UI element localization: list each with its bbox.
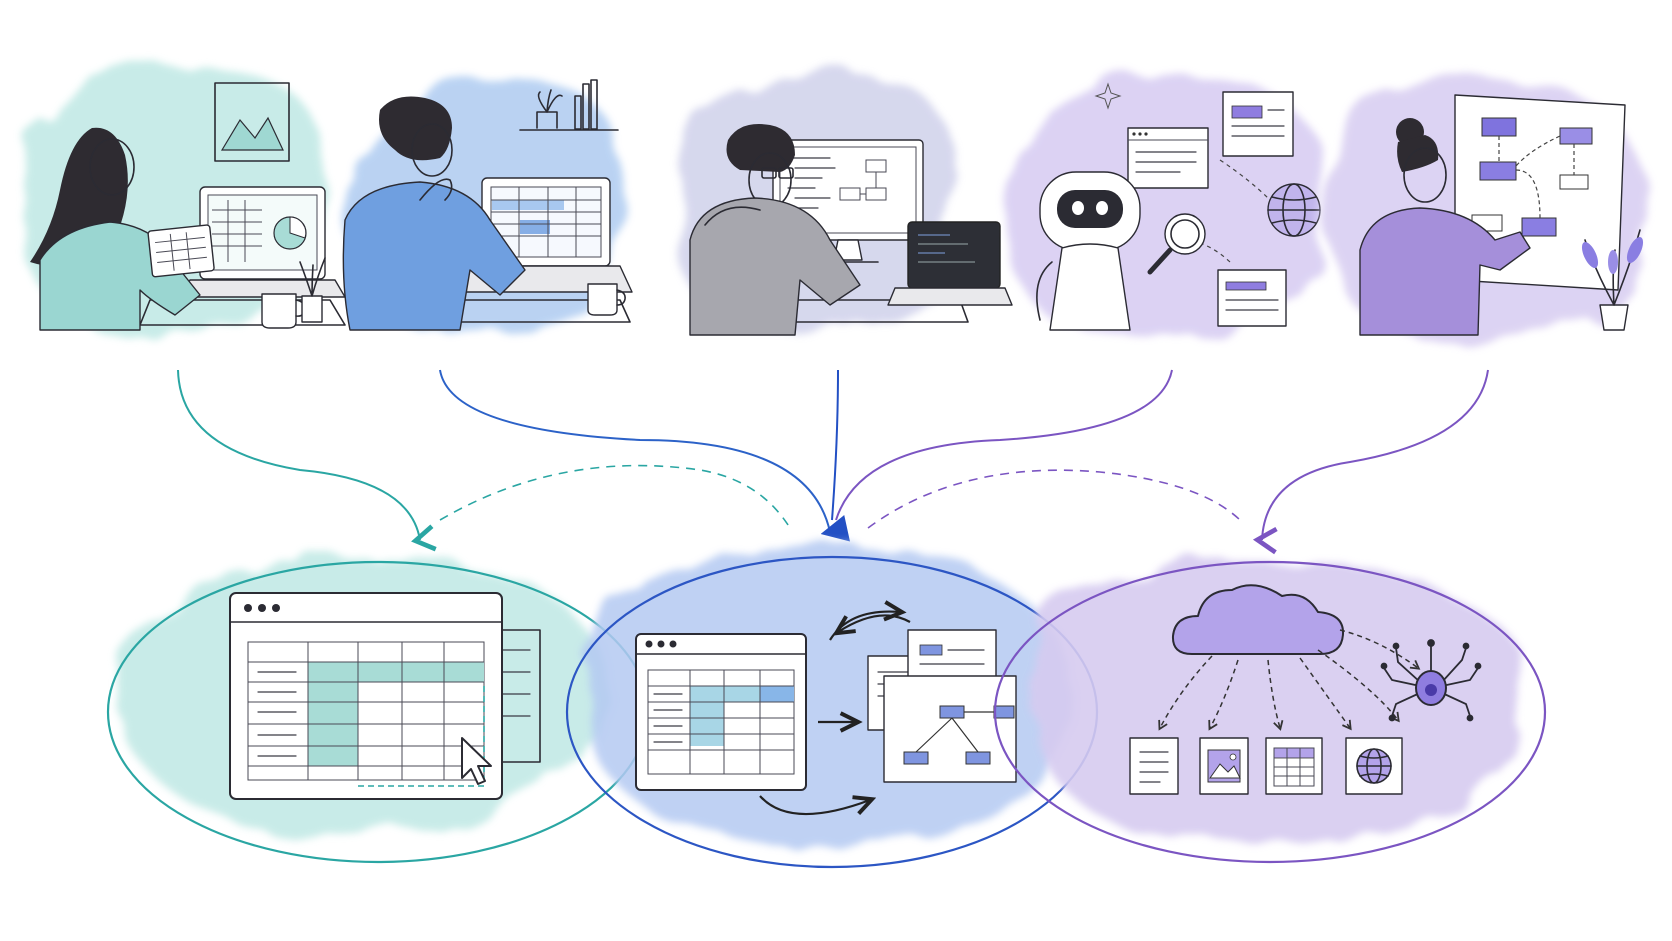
workflow-zone [565, 547, 1099, 869]
flow-arrows [177, 369, 1489, 555]
persona-workflow-designer [1330, 78, 1644, 340]
flowchart-icon [883, 675, 1017, 783]
robot-icon [1036, 171, 1141, 331]
arrow-analyst-to-workflow-zone [439, 369, 830, 532]
persona-spreadsheet-user [26, 68, 346, 334]
floating-window-icon [1127, 127, 1209, 189]
spider-crawler-icon [1380, 639, 1482, 722]
laptop-icon [179, 186, 346, 298]
potted-plant-icon [1581, 229, 1644, 331]
arrow-spreadsheet-user-to-spreadsheet-zone [177, 369, 437, 552]
spreadsheet-window-icon [229, 592, 541, 800]
dashed-link-spreadsheet-to-workflow [439, 464, 791, 529]
spreadsheet-zone [106, 560, 650, 864]
arrow-developer-to-workflow-zone [831, 369, 839, 521]
cloud-icon [1171, 584, 1345, 655]
persona-developer [678, 71, 1013, 336]
image-icon [1199, 737, 1249, 795]
arrow-workflow-designer-to-web-data-zone [1252, 369, 1489, 555]
dashed-link-workflow-to-web-data [867, 469, 1241, 529]
coffee-mug-icon [261, 293, 306, 329]
persona-analyst [342, 79, 633, 333]
coffee-mug-icon [587, 283, 626, 316]
cycle-arrow-bottom [759, 796, 870, 816]
tablet-icon [147, 224, 215, 278]
persona-ai-agent [1010, 74, 1325, 335]
table-icon [1265, 737, 1323, 795]
shelf-icon [519, 79, 619, 131]
mouse-cursor-icon [461, 737, 492, 785]
magnifier-icon [1147, 213, 1206, 275]
floating-window-icon [1217, 269, 1287, 327]
floating-window-icon [1222, 91, 1294, 157]
plant-icon [299, 257, 326, 323]
globe-icon [1267, 183, 1321, 237]
wall-picture-icon [214, 82, 290, 162]
globe-icon [1345, 737, 1403, 795]
sparkle-icon [1094, 82, 1122, 110]
data-table-window-icon [635, 633, 807, 791]
document-icon [1129, 737, 1179, 795]
zone-outline [993, 560, 1547, 864]
web-data-zone [993, 559, 1547, 864]
cloud-distribution-lines [1158, 629, 1421, 731]
laptop-icon [887, 221, 1013, 306]
arrow-ai-agent-to-workflow-zone [835, 369, 1173, 521]
